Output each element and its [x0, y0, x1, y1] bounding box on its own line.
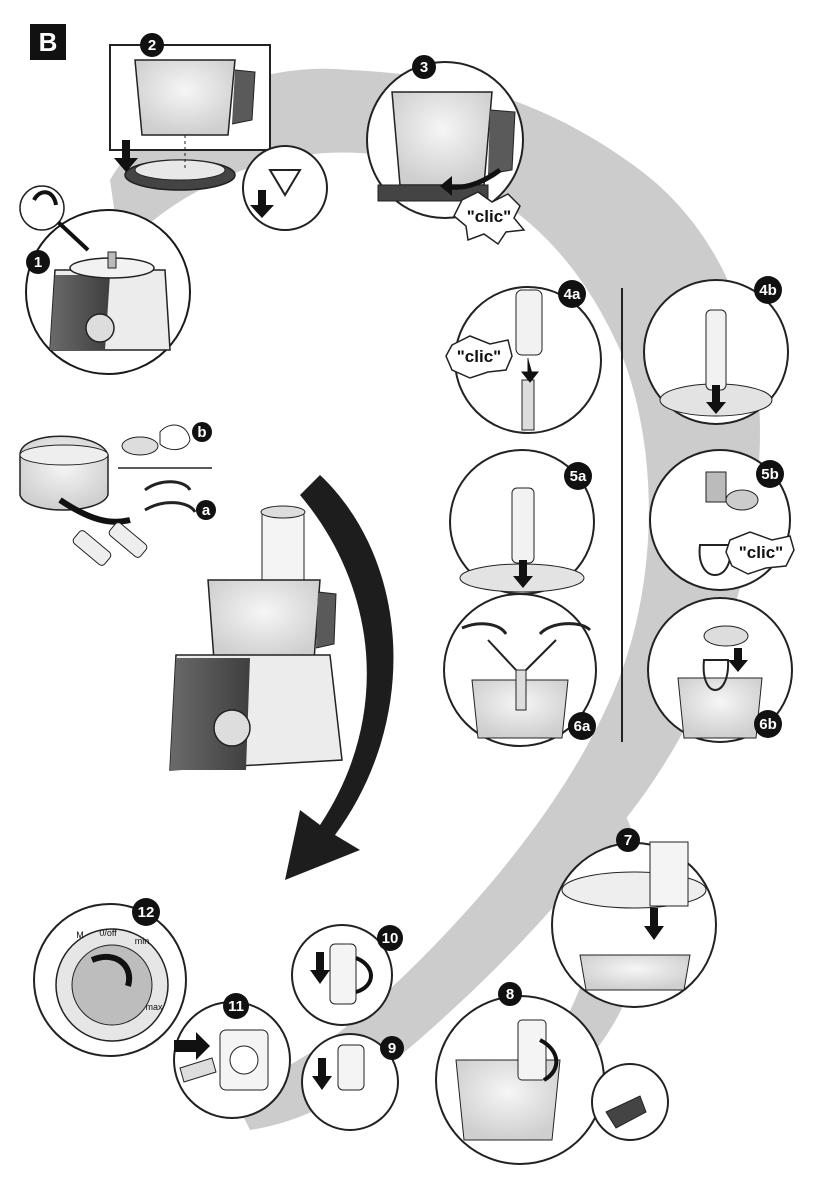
step-number-2: 2 [148, 37, 156, 54]
step-number-6a: 6a [574, 718, 591, 735]
arrow-down-icon [312, 1058, 332, 1090]
arrow-right-icon [174, 1032, 210, 1060]
step-11-panel: 11 [173, 993, 291, 1119]
step-number-12: 12 [138, 904, 155, 921]
accessories-group: b a [19, 422, 216, 566]
step-number-6b: 6b [759, 716, 777, 733]
plug-icon [179, 1057, 217, 1083]
clic-burst [725, 531, 795, 575]
step-5a-panel: 5a [449, 449, 595, 595]
step-number-5a: 5a [570, 468, 587, 485]
clic-label-3: "clic" [467, 207, 511, 226]
arrow-down-icon [513, 560, 533, 588]
step-number-8: 8 [506, 986, 514, 1003]
step-number-11: 11 [228, 998, 244, 1015]
rotate-icon [355, 956, 373, 994]
dial-label-m: M [76, 930, 84, 940]
step-8-panel: 8 [435, 982, 669, 1165]
rotate-icon [32, 190, 58, 206]
arrow-down-icon [706, 385, 726, 414]
step-number-5b: 5b [761, 466, 779, 483]
step-number-9: 9 [388, 1040, 396, 1057]
dial-label-max: max [145, 1002, 163, 1012]
step-6b-panel: 6b [647, 597, 793, 743]
step-4a-panel: "clic" 4a [445, 280, 602, 434]
step-10-panel: 10 [291, 924, 403, 1026]
section-badge: B [30, 24, 66, 60]
step-number-1: 1 [34, 254, 42, 271]
whisk-icon [159, 424, 191, 450]
step-number-3: 3 [420, 59, 428, 76]
arrow-down-icon [728, 648, 748, 672]
clic-burst [453, 191, 526, 246]
step-3-panel: "clic" 3 [366, 55, 526, 246]
big-curved-arrow [285, 475, 394, 880]
tool-label-a: a [202, 502, 211, 519]
dial-icon [213, 709, 251, 747]
arrow-down-icon [644, 908, 664, 940]
food-processor-assembled [169, 505, 343, 771]
step-number-7: 7 [624, 832, 632, 849]
arrow-down-icon [250, 190, 274, 218]
step-2-panel: 2 [109, 33, 328, 231]
step-7-panel: 7 [551, 828, 717, 1008]
step-6a-panel: 6a [443, 593, 597, 747]
dial-label-off: 0/off [99, 928, 117, 938]
arrow-down-icon [520, 358, 540, 383]
arrow-down-icon [310, 952, 330, 984]
step-9-panel: 9 [301, 1033, 404, 1131]
rotate-icon [538, 1038, 559, 1082]
dial-icon [71, 944, 153, 1026]
whisk-icon [702, 659, 730, 691]
step-number-10: 10 [382, 930, 399, 947]
step-12-panel: 0/off min max M 12 [33, 898, 187, 1057]
dial-icon [85, 313, 115, 343]
step-number-4a: 4a [564, 286, 581, 303]
step-4b-panel: 4b [643, 276, 789, 425]
clic-burst [445, 335, 513, 379]
clic-label-5b: "clic" [739, 543, 783, 562]
clic-label-4a: "clic" [457, 347, 501, 366]
step-1-panel: 1 [19, 185, 191, 375]
step-5b-panel: "clic" 5b [649, 449, 795, 591]
arrow-down-icon [114, 140, 138, 172]
rotate-icon [90, 953, 133, 987]
dial-label-min: min [135, 936, 150, 946]
tool-label-b: b [197, 424, 206, 441]
step-number-4b: 4b [759, 282, 777, 299]
